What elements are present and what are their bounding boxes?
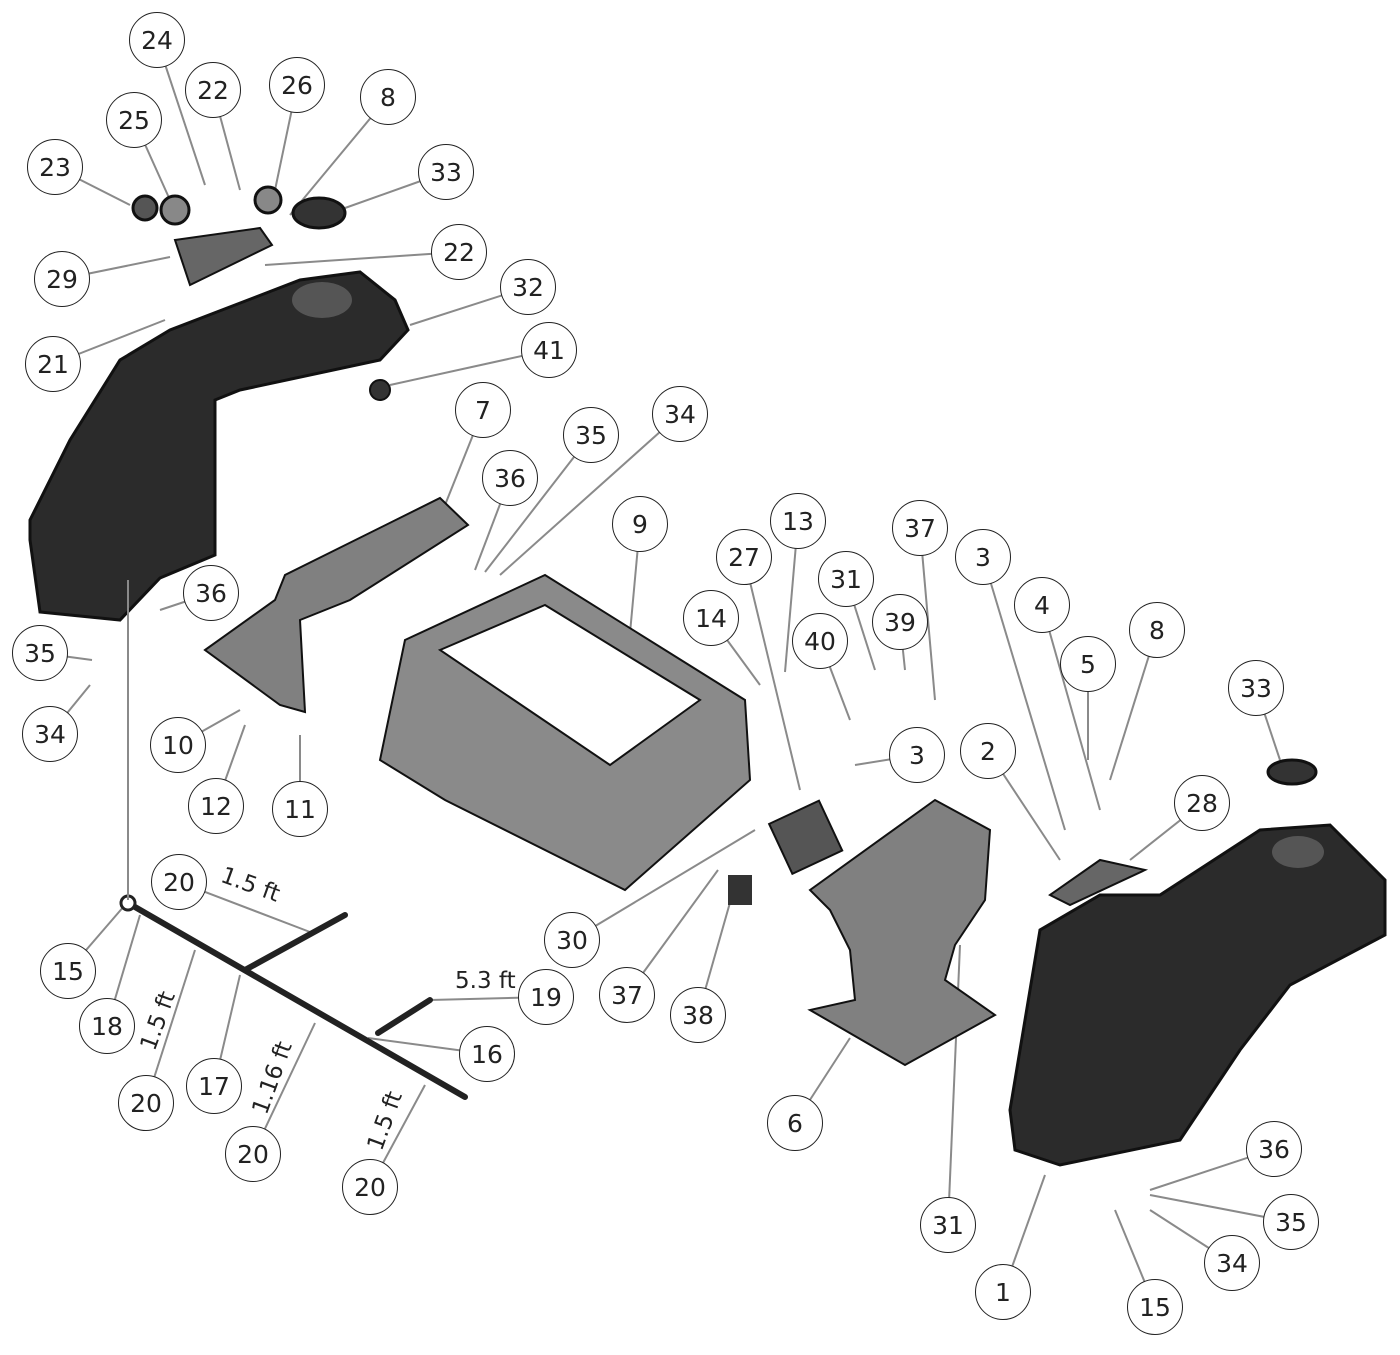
switch-knob	[131, 194, 159, 222]
callout-34: 34	[22, 706, 78, 762]
callout-3: 3	[955, 529, 1011, 585]
right-fender-tank	[1008, 823, 1387, 1167]
callout-34: 34	[1204, 1235, 1260, 1291]
callout-16: 16	[459, 1026, 515, 1082]
callout-31: 31	[920, 1197, 976, 1253]
callout-2: 2	[960, 723, 1016, 779]
gauge-knob	[253, 185, 283, 215]
tank-fill-opening	[292, 282, 352, 318]
callout-22: 22	[431, 224, 487, 280]
bracket-6	[807, 798, 997, 1067]
controller-box-27	[767, 799, 844, 876]
callout-31: 31	[818, 551, 874, 607]
callout-34: 34	[652, 386, 708, 442]
callout-7: 7	[455, 382, 511, 438]
callout-37: 37	[599, 967, 655, 1023]
callout-26: 26	[269, 57, 325, 113]
callout-40: 40	[792, 613, 848, 669]
callout-6: 6	[767, 1095, 823, 1151]
callout-23: 23	[27, 139, 83, 195]
callout-4: 4	[1014, 577, 1070, 633]
tank-fill-opening-right	[1272, 836, 1324, 868]
callout-17: 17	[186, 1058, 242, 1114]
frame-bracket-7	[203, 496, 470, 714]
callout-11: 11	[272, 781, 328, 837]
callout-12: 12	[188, 778, 244, 834]
callout-20: 20	[118, 1075, 174, 1131]
leader-line	[571, 829, 756, 941]
callout-35: 35	[1263, 1194, 1319, 1250]
callout-8: 8	[1129, 602, 1185, 658]
callout-36: 36	[482, 450, 538, 506]
callout-1: 1	[975, 1264, 1031, 1320]
leader-line	[1041, 604, 1101, 811]
callout-13: 13	[770, 493, 826, 549]
callout-33: 33	[1228, 660, 1284, 716]
callout-14: 14	[683, 590, 739, 646]
control-panel-plate	[173, 226, 274, 287]
leader-line	[264, 251, 460, 266]
callout-20: 20	[151, 854, 207, 910]
plug-41	[369, 379, 391, 401]
callout-20: 20	[225, 1126, 281, 1182]
callout-35: 35	[563, 407, 619, 463]
leader-line	[743, 556, 801, 791]
callout-19: 19	[518, 969, 574, 1025]
tank-cap-right	[1266, 758, 1318, 786]
leader-line	[982, 556, 1066, 831]
callout-20: 20	[342, 1159, 398, 1215]
callout-5: 5	[1060, 636, 1116, 692]
callout-18: 18	[79, 998, 135, 1054]
left-fender-tank	[28, 270, 410, 622]
callout-33: 33	[418, 144, 474, 200]
callout-25: 25	[106, 92, 162, 148]
callout-10: 10	[150, 717, 206, 773]
callout-9: 9	[612, 496, 668, 552]
callout-22: 22	[185, 62, 241, 118]
leader-line	[484, 434, 592, 573]
callout-41: 41	[521, 322, 577, 378]
dim-label-hose-19: 5.3 ft	[455, 968, 516, 994]
callout-29: 29	[34, 251, 90, 307]
callout-39: 39	[872, 594, 928, 650]
callout-36: 36	[1246, 1121, 1302, 1177]
gauge-knob	[159, 194, 191, 226]
callout-35: 35	[12, 625, 68, 681]
leader-line	[919, 527, 936, 701]
callout-37: 37	[892, 500, 948, 556]
tank-cap	[291, 196, 347, 230]
callout-3: 3	[889, 727, 945, 783]
callout-24: 24	[129, 12, 185, 68]
callout-28: 28	[1174, 775, 1230, 831]
callout-15: 15	[40, 943, 96, 999]
control-panel-plate-28	[1048, 858, 1149, 907]
callout-32: 32	[500, 259, 556, 315]
callout-36: 36	[183, 565, 239, 621]
relay-38	[728, 875, 752, 905]
leader-line	[499, 413, 681, 576]
frame-opening	[437, 603, 702, 767]
callout-8: 8	[360, 69, 416, 125]
hose-assembly	[125, 900, 468, 1100]
callout-15: 15	[1127, 1279, 1183, 1335]
callout-27: 27	[716, 529, 772, 585]
callout-38: 38	[670, 987, 726, 1043]
callout-21: 21	[25, 336, 81, 392]
callout-30: 30	[544, 912, 600, 968]
